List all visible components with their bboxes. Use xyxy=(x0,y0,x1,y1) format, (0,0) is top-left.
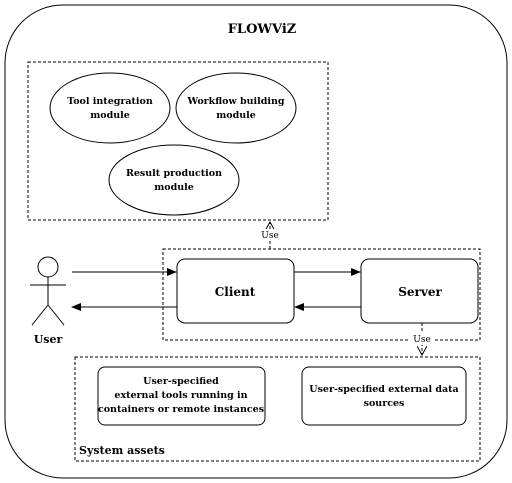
external-data-box: User-specified external data sources xyxy=(301,366,467,426)
svg-text:User-specified: User-specified xyxy=(143,376,219,387)
user-actor xyxy=(30,256,66,326)
system-assets-label: System assets xyxy=(79,444,165,457)
tool-integration-module: Tool integration module xyxy=(49,72,171,144)
client-modules-use-label: Use xyxy=(261,231,279,241)
server-node: Server xyxy=(360,258,479,324)
result-production-module: Result production module xyxy=(108,144,240,216)
server-assets-use-label: Use xyxy=(413,335,431,345)
system-title: FLOWViZ xyxy=(228,22,297,37)
svg-text:module: module xyxy=(90,110,130,121)
svg-text:Tool integration: Tool integration xyxy=(67,96,153,107)
svg-text:Result production: Result production xyxy=(126,168,222,179)
svg-text:Workflow building: Workflow building xyxy=(186,96,284,107)
svg-text:module: module xyxy=(216,110,256,121)
user-label: User xyxy=(34,333,63,346)
svg-text:Client: Client xyxy=(215,285,256,299)
svg-text:external tools running in: external tools running in xyxy=(114,390,247,401)
svg-text:module: module xyxy=(154,182,194,193)
svg-text:Server: Server xyxy=(398,285,442,299)
svg-text:containers or remote instances: containers or remote instances xyxy=(98,404,264,415)
svg-text:User-specified external data: User-specified external data xyxy=(309,384,458,395)
workflow-building-module: Workflow building module xyxy=(175,72,297,144)
external-tools-box: User-specified external tools running in… xyxy=(97,366,266,426)
system-assets-container xyxy=(74,356,481,462)
modules-container xyxy=(27,61,329,221)
client-server-container xyxy=(162,248,481,341)
svg-text:sources: sources xyxy=(364,398,405,409)
client-node: Client xyxy=(176,258,295,324)
